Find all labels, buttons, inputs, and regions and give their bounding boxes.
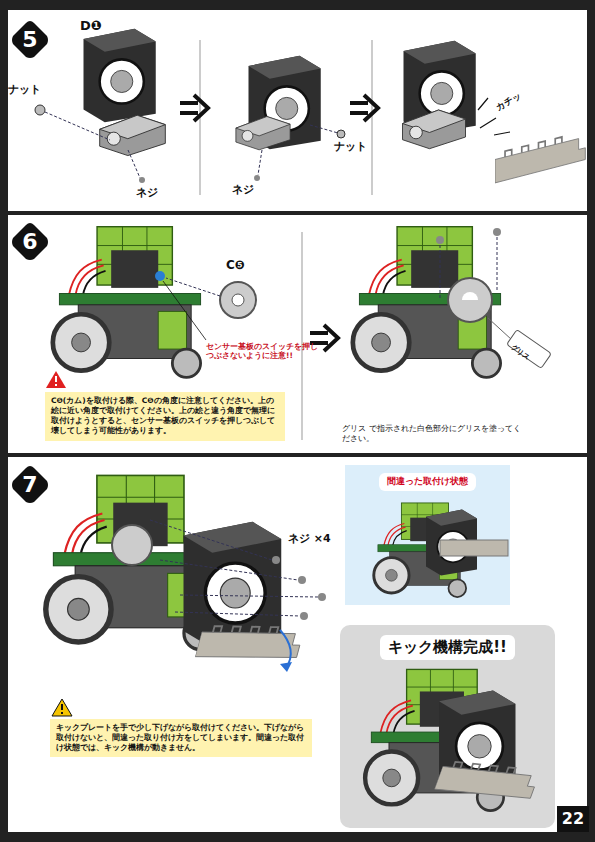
step-badge: 5 xyxy=(10,20,50,60)
step-badge: 7 xyxy=(10,465,50,505)
step-badge: 6 xyxy=(10,222,50,262)
page-number-text: 22 xyxy=(557,806,589,832)
warning-text: キックプレートを手で少し下げながら取付けてください。下げながら取付けないと、間違… xyxy=(56,723,306,753)
complete-panel: キック機構完成!! xyxy=(340,625,555,828)
panel-heading: 間違った取付け状態 xyxy=(379,473,476,491)
part-name: ネジ xyxy=(232,183,254,196)
page-number: 22 xyxy=(557,806,589,832)
part-id: C❺ xyxy=(226,258,245,272)
part-name: ネジ ×4 xyxy=(288,532,331,545)
panel-heading: キック機構完成!! xyxy=(380,635,515,660)
part-id: D❶ xyxy=(80,18,102,34)
part-name: ナット xyxy=(334,140,367,153)
mistake-panel: 間違った取付け状態 xyxy=(345,465,510,605)
step-number: 6 xyxy=(10,222,50,262)
warning-text: C❺(カム)を取付ける際、C❺の角度に注意してください。上の絵に近い角度で取付け… xyxy=(51,396,279,437)
part-name: ナット xyxy=(8,83,41,96)
step-number: 5 xyxy=(10,20,50,60)
warning-note: C❺(カム)を取付ける際、C❺の角度に注意してください。上の絵に近い角度で取付け… xyxy=(45,392,285,441)
part-name: ネジ xyxy=(136,186,158,199)
step-number: 7 xyxy=(10,465,50,505)
callout-note: センサー基板のスイッチを押しつぶさないように注意!! xyxy=(206,342,318,360)
note: グリス で指示された白色部分にグリスを塗ってください。 xyxy=(342,424,527,443)
warning-note: キックプレートを手で少し下げながら取付けてください。下げながら取付けないと、間違… xyxy=(50,719,312,757)
